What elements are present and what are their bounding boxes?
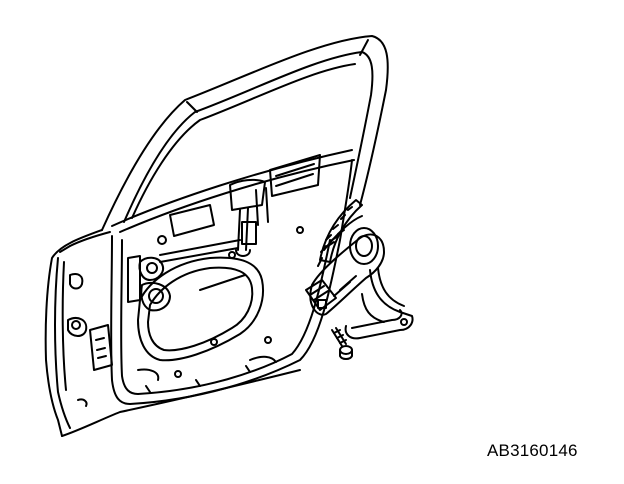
inner-door-panel xyxy=(110,154,353,405)
door-outer-shell xyxy=(44,229,301,437)
window-regulator-motor xyxy=(305,199,414,340)
mounting-bolt xyxy=(331,327,353,360)
door-window-frame xyxy=(101,35,389,233)
figure-reference-code: AB3160146 xyxy=(487,441,578,460)
